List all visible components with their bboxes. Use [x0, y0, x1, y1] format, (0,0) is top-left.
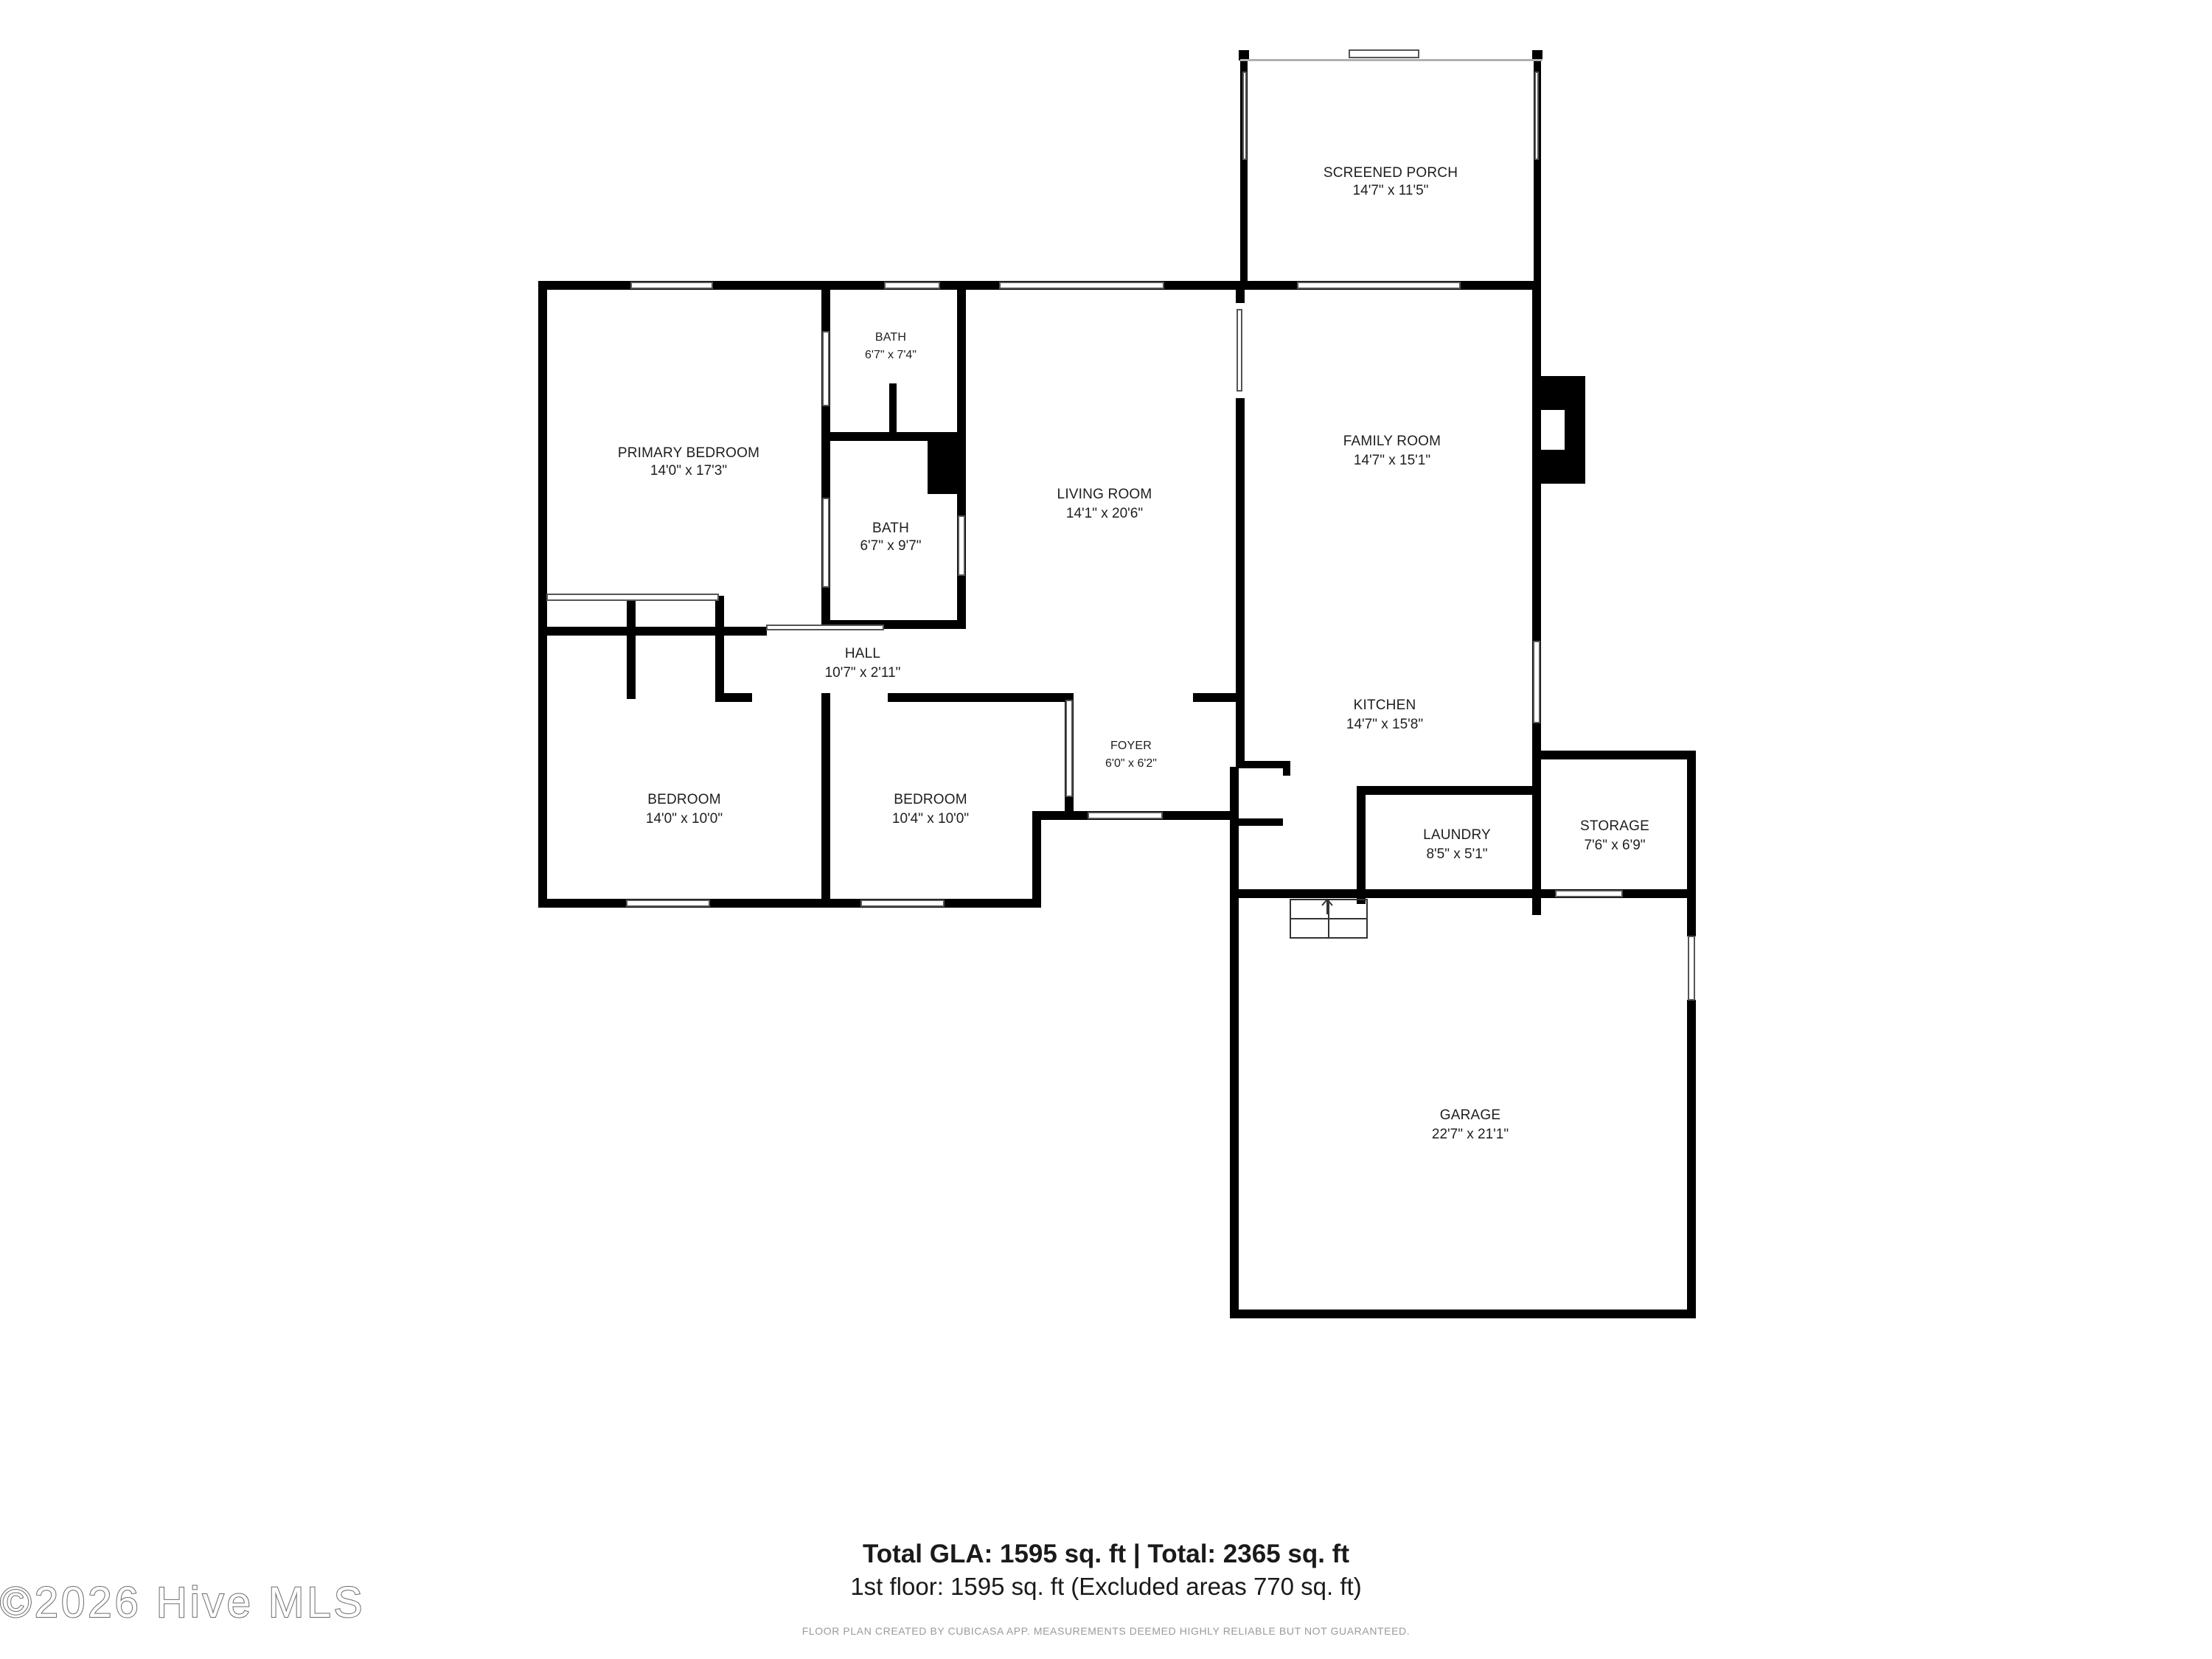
- room-dims-screened-porch: 14'7" x 11'5": [1353, 183, 1429, 198]
- room-dims-foyer: 6'0" x 6'2": [1105, 757, 1157, 770]
- floor-area-breakdown: 1st floor: 1595 sq. ft (Excluded areas 7…: [850, 1573, 1362, 1600]
- room-dims-kitchen: 14'7" x 15'8": [1346, 717, 1423, 732]
- room-dims-bath-lower: 6'7" x 9'7": [860, 538, 921, 554]
- room-dims-storage: 7'6" x 6'9": [1584, 838, 1645, 853]
- window-openings: [546, 49, 1695, 1001]
- room-dims-laundry: 8'5" x 5'1": [1426, 846, 1487, 862]
- room-name-primary-bedroom: PRIMARY BEDROOM: [618, 445, 759, 461]
- room-name-kitchen: KITCHEN: [1354, 698, 1416, 713]
- room-name-screened-porch: SCREENED PORCH: [1324, 165, 1458, 181]
- room-name-hall: HALL: [845, 646, 880, 661]
- room-dims-bath-upper: 6'7" x 7'4": [865, 349, 917, 361]
- room-dims-garage: 22'7" x 21'1": [1432, 1127, 1509, 1142]
- room-name-storage: STORAGE: [1580, 818, 1649, 834]
- room-name-bedroom-right: BEDROOM: [894, 792, 967, 807]
- entry-steps: [1290, 898, 1368, 939]
- watermark: ©2026 Hive MLS: [0, 1578, 366, 1627]
- total-gla: Total GLA: 1595 sq. ft | Total: 2365 sq.…: [863, 1540, 1349, 1568]
- disclaimer: FLOOR PLAN CREATED BY CUBICASA APP. MEAS…: [801, 1625, 1411, 1637]
- room-dims-bedroom-right: 10'4" x 10'0": [892, 811, 969, 827]
- room-dims-primary-bedroom: 14'0" x 17'3": [650, 463, 727, 479]
- area-totals: Total GLA: 1595 sq. ft | Total: 2365 sq.…: [0, 1538, 2212, 1603]
- room-name-laundry: LAUNDRY: [1423, 827, 1491, 843]
- room-dims-living-room: 14'1" x 20'6": [1066, 506, 1143, 521]
- room-name-bath-upper: BATH: [875, 331, 906, 344]
- room-name-family-room: FAMILY ROOM: [1343, 434, 1441, 449]
- room-name-living-room: LIVING ROOM: [1057, 487, 1152, 502]
- room-name-garage: GARAGE: [1440, 1107, 1501, 1123]
- room-labels: SCREENED PORCH 14'7" x 11'5" BATH 6'7" x…: [618, 165, 1649, 1142]
- room-name-foyer: FOYER: [1110, 740, 1152, 752]
- room-name-bath-lower: BATH: [872, 521, 909, 536]
- room-name-bedroom-left: BEDROOM: [647, 792, 721, 807]
- walls: [538, 50, 1696, 1318]
- room-dims-hall: 10'7" x 2'11": [825, 665, 901, 681]
- room-dims-family-room: 14'7" x 15'1": [1354, 453, 1430, 468]
- room-dims-bedroom-left: 14'0" x 10'0": [646, 811, 723, 827]
